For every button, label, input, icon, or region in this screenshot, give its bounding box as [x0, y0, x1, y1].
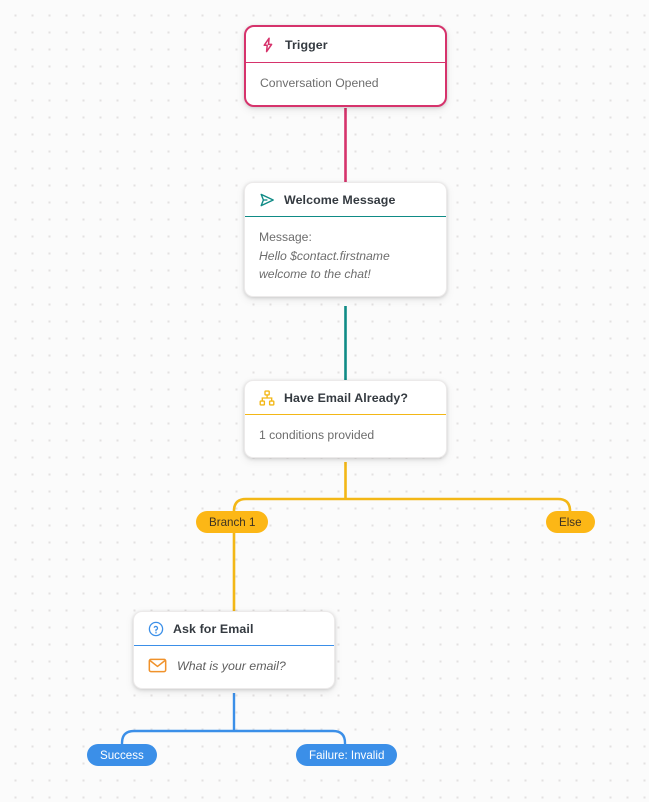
node-ask-header[interactable]: Ask for Email — [134, 612, 334, 645]
branch-pill-success-label: Success — [100, 748, 144, 762]
sitemap-icon — [259, 389, 275, 406]
edge-condition-else — [345, 497, 572, 515]
node-welcome-header[interactable]: Welcome Message — [245, 183, 446, 216]
message-line-2: welcome to the chat! — [259, 267, 371, 282]
branch-pill-branch-1[interactable]: Branch 1 — [196, 511, 269, 533]
node-ask-title: Ask for Email — [173, 621, 254, 636]
branch-pill-branch-1-label: Branch 1 — [209, 515, 256, 529]
node-welcome-body: Message: Hello $contact.firstname welcom… — [245, 217, 446, 296]
node-welcome-title: Welcome Message — [284, 192, 396, 207]
node-ask-divider — [134, 645, 334, 647]
node-welcome-message[interactable]: Welcome Message Message: Hello $contact.… — [244, 182, 447, 297]
node-condition-title: Have Email Already? — [284, 390, 409, 405]
envelope-icon — [148, 656, 167, 675]
node-ask-body: What is your email? — [134, 646, 334, 688]
node-welcome-divider — [245, 216, 446, 218]
lightning-bolt-icon — [260, 36, 276, 53]
message-label: Message: — [259, 230, 312, 245]
send-icon — [259, 192, 275, 208]
branch-pill-success[interactable]: Success — [87, 744, 157, 766]
branch-pill-failure-invalid-label: Failure: Invalid — [309, 748, 385, 762]
node-trigger-divider — [246, 62, 445, 64]
node-trigger-title: Trigger — [285, 37, 328, 52]
node-trigger-body: Conversation Opened — [260, 76, 379, 91]
node-ask-for-email[interactable]: Ask for Email What is your email? — [133, 611, 335, 690]
node-condition-divider — [245, 414, 446, 416]
node-condition-header[interactable]: Have Email Already? — [245, 381, 446, 414]
branch-pill-else[interactable]: Else — [546, 511, 595, 533]
node-trigger-header[interactable]: Trigger — [246, 27, 445, 62]
node-trigger[interactable]: Trigger Conversation Opened — [244, 25, 447, 107]
node-have-email-already[interactable]: Have Email Already? 1 conditions provide… — [244, 380, 447, 458]
question-circle-icon — [148, 621, 164, 637]
message-line-1: Hello $contact.firstname — [259, 248, 390, 263]
node-condition-body: 1 conditions provided — [259, 428, 375, 443]
branch-pill-failure-invalid[interactable]: Failure: Invalid — [296, 744, 398, 766]
ask-question-text: What is your email? — [177, 658, 286, 673]
branch-pill-else-label: Else — [559, 515, 582, 529]
